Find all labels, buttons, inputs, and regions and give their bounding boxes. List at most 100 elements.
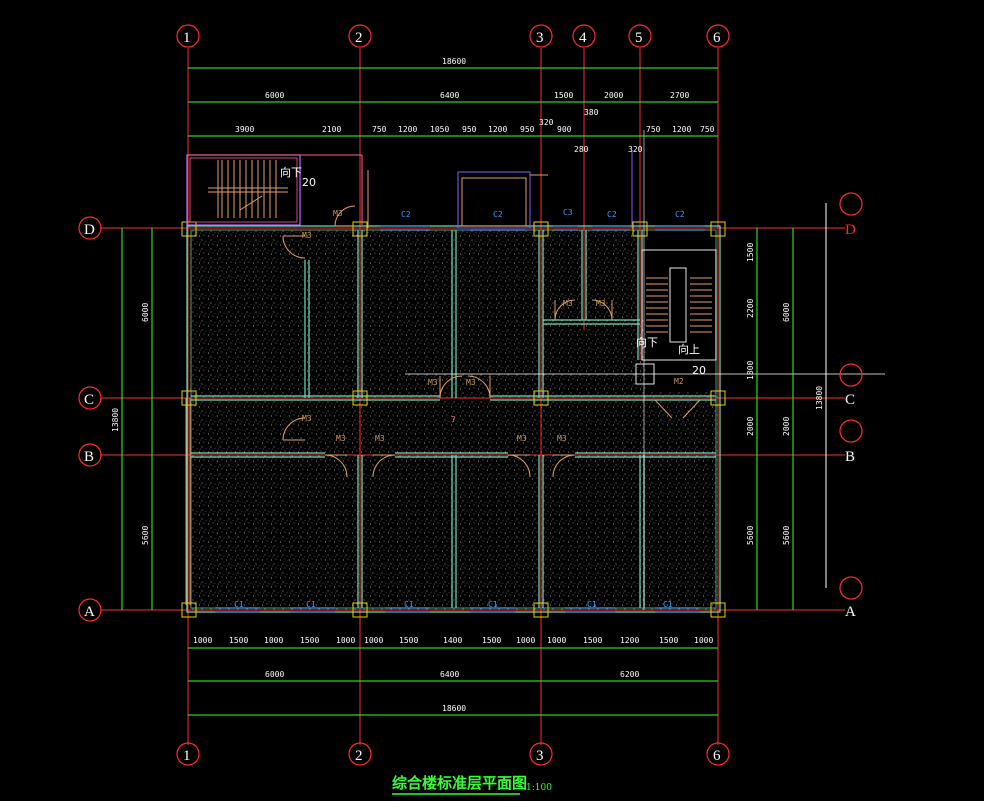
svg-text:6000: 6000 — [265, 670, 284, 679]
svg-text:A: A — [845, 604, 856, 620]
svg-text:2: 2 — [355, 748, 363, 764]
svg-text:C1: C1 — [234, 600, 244, 609]
svg-text:C1: C1 — [306, 600, 316, 609]
svg-text:C1: C1 — [488, 600, 498, 609]
svg-text:2000: 2000 — [604, 91, 623, 100]
svg-text:A: A — [84, 604, 95, 620]
svg-text:1050: 1050 — [430, 125, 449, 134]
svg-text:18600: 18600 — [442, 704, 466, 713]
svg-text:1500: 1500 — [746, 243, 755, 262]
svg-text:6000: 6000 — [265, 91, 284, 100]
svg-text:6400: 6400 — [440, 91, 459, 100]
door-tag: M3 — [517, 434, 527, 443]
axis-bubbles-top: 1 2 3 4 5 6 — [176, 24, 730, 48]
svg-text:1: 1 — [183, 748, 191, 764]
stair-northeast — [405, 130, 885, 610]
door-tags: M3 M3 M3 M3 M3 M3 M3 M3 M3 M3 M3 M2 ? — [302, 209, 684, 443]
svg-text:1000: 1000 — [336, 636, 355, 645]
svg-text:1500: 1500 — [399, 636, 418, 645]
svg-text:380: 380 — [584, 108, 599, 117]
door-tag: M3 — [428, 378, 438, 387]
svg-text:D: D — [84, 222, 95, 238]
svg-text:1500: 1500 — [482, 636, 501, 645]
drawing-scale: 1:100 — [526, 783, 552, 793]
svg-text:1500: 1500 — [583, 636, 602, 645]
svg-text:1400: 1400 — [443, 636, 462, 645]
svg-text:18600: 18600 — [442, 57, 466, 66]
stair-down-label: 向下 — [280, 165, 302, 179]
svg-text:2100: 2100 — [322, 125, 341, 134]
svg-text:5600: 5600 — [782, 526, 791, 545]
svg-text:1500: 1500 — [554, 91, 573, 100]
svg-text:C1: C1 — [663, 600, 673, 609]
svg-text:1000: 1000 — [264, 636, 283, 645]
svg-text:1800: 1800 — [746, 361, 755, 380]
svg-text:D: D — [845, 222, 856, 238]
svg-text:C1: C1 — [587, 600, 597, 609]
axis-bubbles-bottom: 1 2 3 6 — [176, 742, 730, 766]
svg-text:6000: 6000 — [141, 303, 150, 322]
door-tag: M3 — [466, 378, 476, 387]
svg-text:2: 2 — [355, 30, 363, 46]
svg-text:750: 750 — [700, 125, 715, 134]
svg-text:B: B — [84, 449, 94, 465]
svg-text:C: C — [84, 392, 94, 408]
svg-text:C2: C2 — [675, 210, 685, 219]
svg-text:750: 750 — [646, 125, 661, 134]
corridor-mark: ? — [451, 415, 456, 424]
door-tag: M3 — [596, 299, 606, 308]
svg-text:C3: C3 — [563, 208, 573, 217]
svg-text:13800: 13800 — [111, 408, 120, 432]
door-tag: M3 — [302, 414, 312, 423]
stair-down-label: 向下 — [636, 335, 658, 349]
door-tag: M3 — [375, 434, 385, 443]
svg-text:900: 900 — [557, 125, 572, 134]
svg-text:320: 320 — [628, 145, 643, 154]
door-tag: M2 — [674, 377, 684, 386]
svg-text:2700: 2700 — [670, 91, 689, 100]
svg-text:1500: 1500 — [300, 636, 319, 645]
svg-text:C1: C1 — [404, 600, 414, 609]
svg-text:320: 320 — [539, 118, 554, 127]
door-tag: M3 — [336, 434, 346, 443]
svg-text:6: 6 — [713, 748, 721, 764]
svg-text:950: 950 — [520, 125, 535, 134]
door-tag: M3 — [563, 299, 573, 308]
svg-text:1000: 1000 — [694, 636, 713, 645]
structural-columns — [181, 221, 726, 618]
svg-text:1000: 1000 — [193, 636, 212, 645]
door-tag: M3 — [333, 209, 343, 218]
svg-text:B: B — [845, 449, 855, 465]
axis-bubbles-right: D C B A — [839, 192, 863, 620]
svg-text:1: 1 — [183, 30, 191, 46]
svg-text:3: 3 — [536, 30, 544, 46]
svg-text:6: 6 — [713, 30, 721, 46]
svg-text:C: C — [845, 392, 855, 408]
svg-text:1200: 1200 — [488, 125, 507, 134]
svg-text:5600: 5600 — [141, 526, 150, 545]
svg-text:C2: C2 — [607, 210, 617, 219]
svg-text:1500: 1500 — [659, 636, 678, 645]
side-dimensions: 13800 6000 5600 1500 2200 1800 2000 5600… — [111, 243, 824, 545]
svg-text:6200: 6200 — [620, 670, 639, 679]
svg-text:750: 750 — [372, 125, 387, 134]
window-tags: C2 C2 C3 C2 C2 C1 C1 C1 C1 C1 C1 — [234, 208, 685, 609]
svg-text:1500: 1500 — [229, 636, 248, 645]
left-window-strip — [185, 398, 191, 605]
drawing-title: 综合楼标准层平面图 — [392, 774, 527, 792]
svg-text:1200: 1200 — [672, 125, 691, 134]
door-tag: M3 — [557, 434, 567, 443]
svg-text:1200: 1200 — [398, 125, 417, 134]
svg-text:C2: C2 — [493, 210, 503, 219]
dimension-lines — [121, 67, 827, 716]
door-swings — [282, 205, 701, 478]
drawing-title-block: 综合楼标准层平面图 1:100 — [392, 774, 552, 795]
svg-text:5600: 5600 — [746, 526, 755, 545]
svg-text:13800: 13800 — [815, 386, 824, 410]
svg-text:3: 3 — [536, 748, 544, 764]
windows — [215, 225, 705, 613]
door-tag: M3 — [302, 231, 312, 240]
svg-text:6000: 6000 — [782, 303, 791, 322]
stair-up-label: 向上 — [678, 342, 700, 356]
